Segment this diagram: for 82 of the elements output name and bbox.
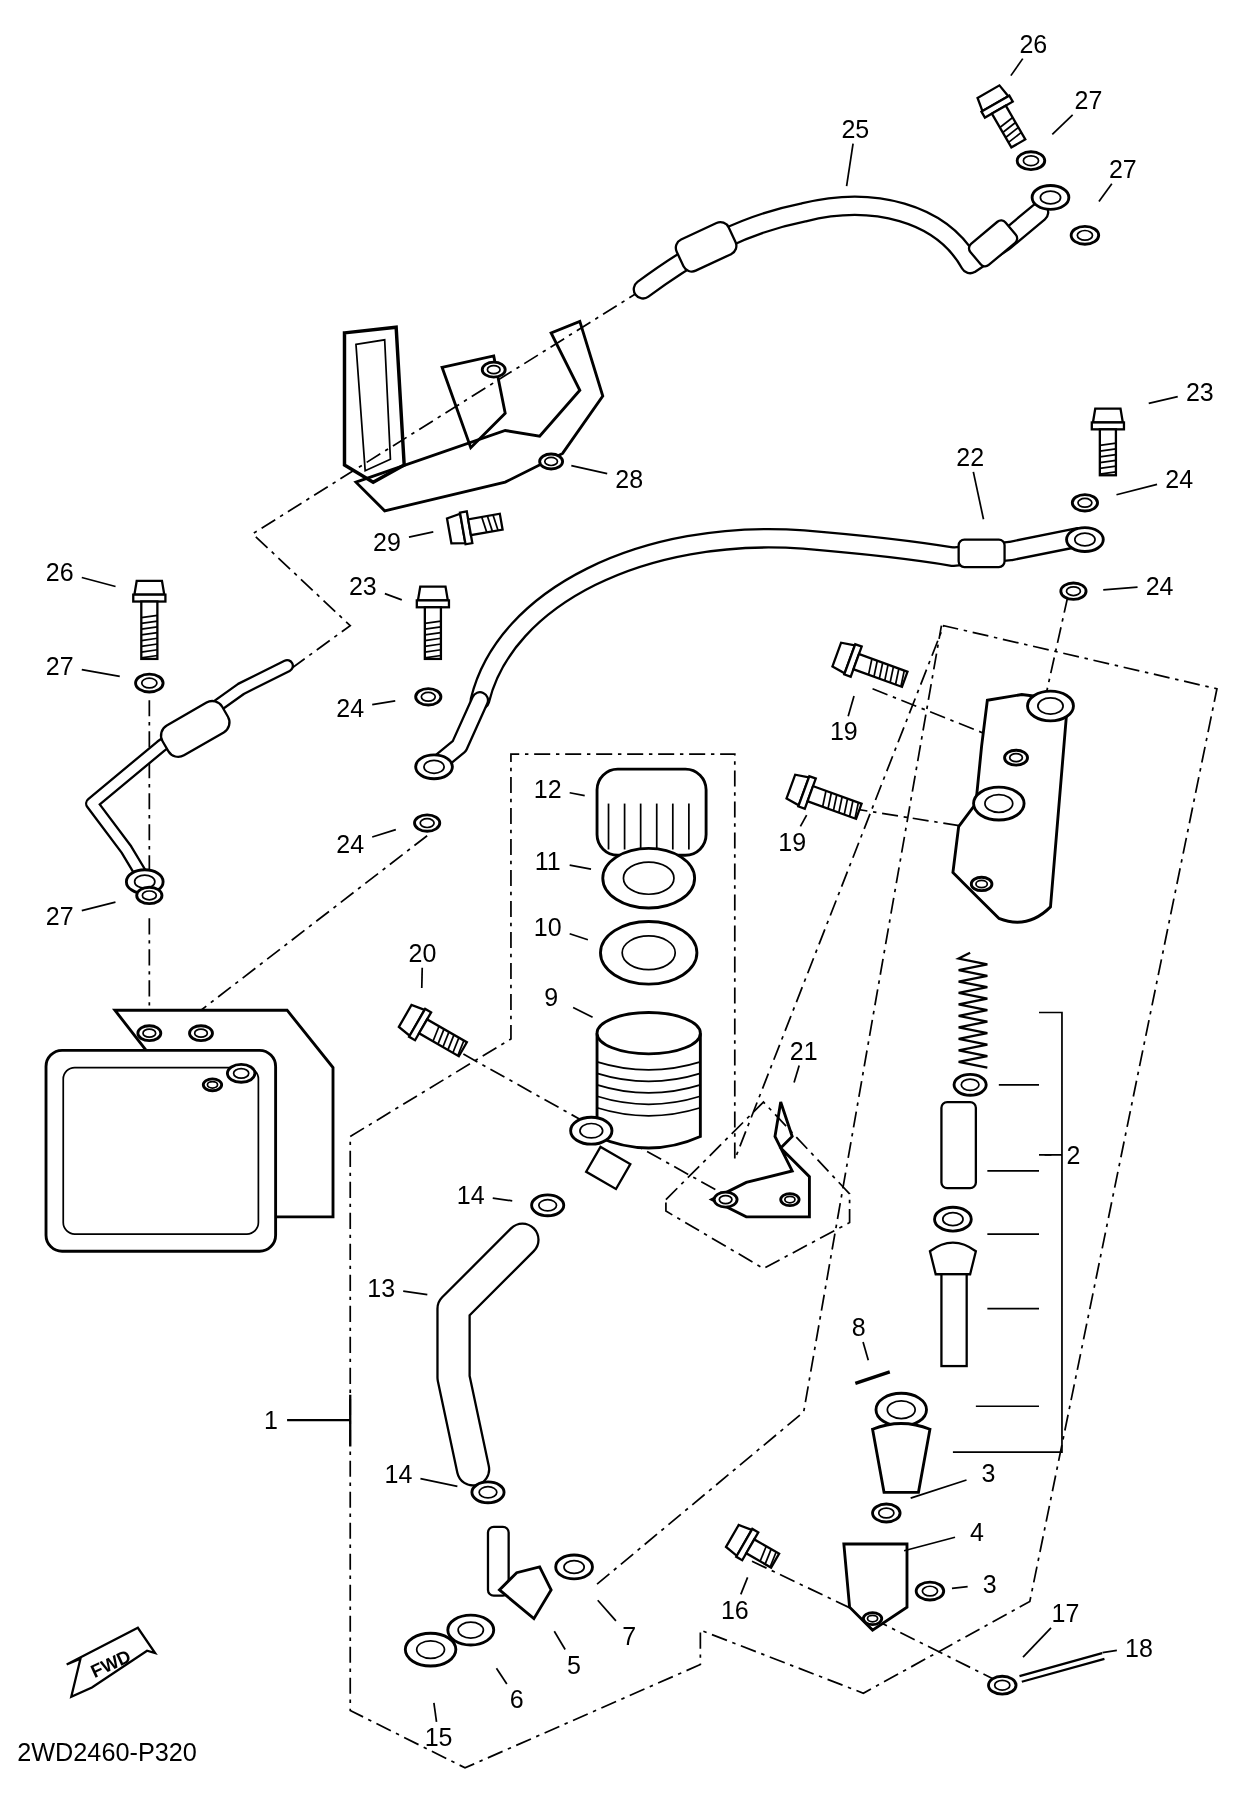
callout-number: 19 [821,716,866,747]
leader-line [408,531,435,538]
callout-number: 23 [340,570,385,601]
leader-line [568,932,589,941]
callout-number: 27 [1066,84,1111,115]
leader-line [402,1290,429,1296]
leader-line [1043,1154,1053,1156]
leader-line [739,1576,749,1596]
callout-number: 7 [607,1621,652,1652]
leader-line [1147,395,1179,405]
leader-line [1022,1627,1052,1658]
leader-line [1010,57,1024,77]
callout-number: 27 [37,650,82,681]
callout-number: 3 [966,1458,1011,1489]
callout-number: 20 [400,937,445,968]
leader-line [80,901,117,912]
leader-line [420,966,424,989]
leader-line [371,700,397,706]
leader-line [292,1419,333,1421]
leader-line [909,1479,968,1499]
callout-number: 10 [525,911,570,942]
callout-number: 21 [781,1035,826,1066]
callout-number: 9 [529,981,574,1012]
leader-line [433,1702,438,1723]
leader-line [1098,182,1113,203]
callout-number: 18 [1116,1632,1161,1663]
callout-number: 15 [416,1722,461,1753]
leader-line [862,1341,870,1362]
callout-number: 29 [364,526,409,557]
callout-number: 24 [1157,463,1202,494]
callout-number: 27 [37,901,82,932]
callout-number: 13 [359,1273,404,1304]
leader-line [80,668,121,678]
callout-number: 28 [607,463,652,494]
callout-number: 24 [328,828,373,859]
leader-line [553,1630,566,1651]
callout-number: 17 [1043,1598,1088,1629]
callout-number: 14 [376,1459,421,1490]
callout-number: 25 [833,113,878,144]
callout-number: 24 [1137,570,1182,601]
leader-line [568,864,592,870]
leader-line [1101,1649,1118,1654]
leader-line [903,1536,956,1552]
callout-number: 1 [248,1405,293,1436]
direction-label: FWD [86,1645,135,1683]
leader-line [1102,586,1139,591]
part-code-label: 2WD2460-P320 [17,1737,197,1767]
callout-number: 22 [948,441,993,472]
callout-number: 16 [712,1594,757,1625]
callout-number: 4 [955,1516,1000,1547]
callout-number: 27 [1100,153,1145,184]
callout-number: 2 [1051,1140,1096,1171]
leader-line [491,1197,514,1202]
callout-number: 23 [1177,376,1222,407]
leader-line [1051,114,1074,136]
callout-number: 5 [552,1649,597,1680]
callout-number: 14 [448,1180,493,1211]
leader-line [793,1064,801,1084]
callout-number: 24 [328,693,373,724]
callout-number: 6 [494,1684,539,1715]
leader-line [371,828,397,838]
leader-line [570,464,609,475]
leader-line [799,814,808,828]
callout-number: 26 [1011,28,1056,59]
callout-number: 19 [770,826,815,857]
leader-line [1115,483,1158,496]
leader-line [80,576,117,588]
leader-line [845,142,854,188]
leader-line [384,592,403,601]
leader-line [972,471,985,521]
leader-line [495,1667,508,1685]
leader-line [572,1006,594,1018]
callout-number: 26 [37,556,82,587]
leader-line [419,1477,459,1488]
callout-number: 3 [967,1569,1012,1600]
callout-number: 11 [525,846,570,877]
leader-line [596,1599,617,1622]
callout-number: 12 [525,773,570,804]
callout-number: 8 [836,1312,881,1343]
leader-line [568,791,586,797]
leader-line [951,1585,969,1590]
leader-line [847,695,855,718]
